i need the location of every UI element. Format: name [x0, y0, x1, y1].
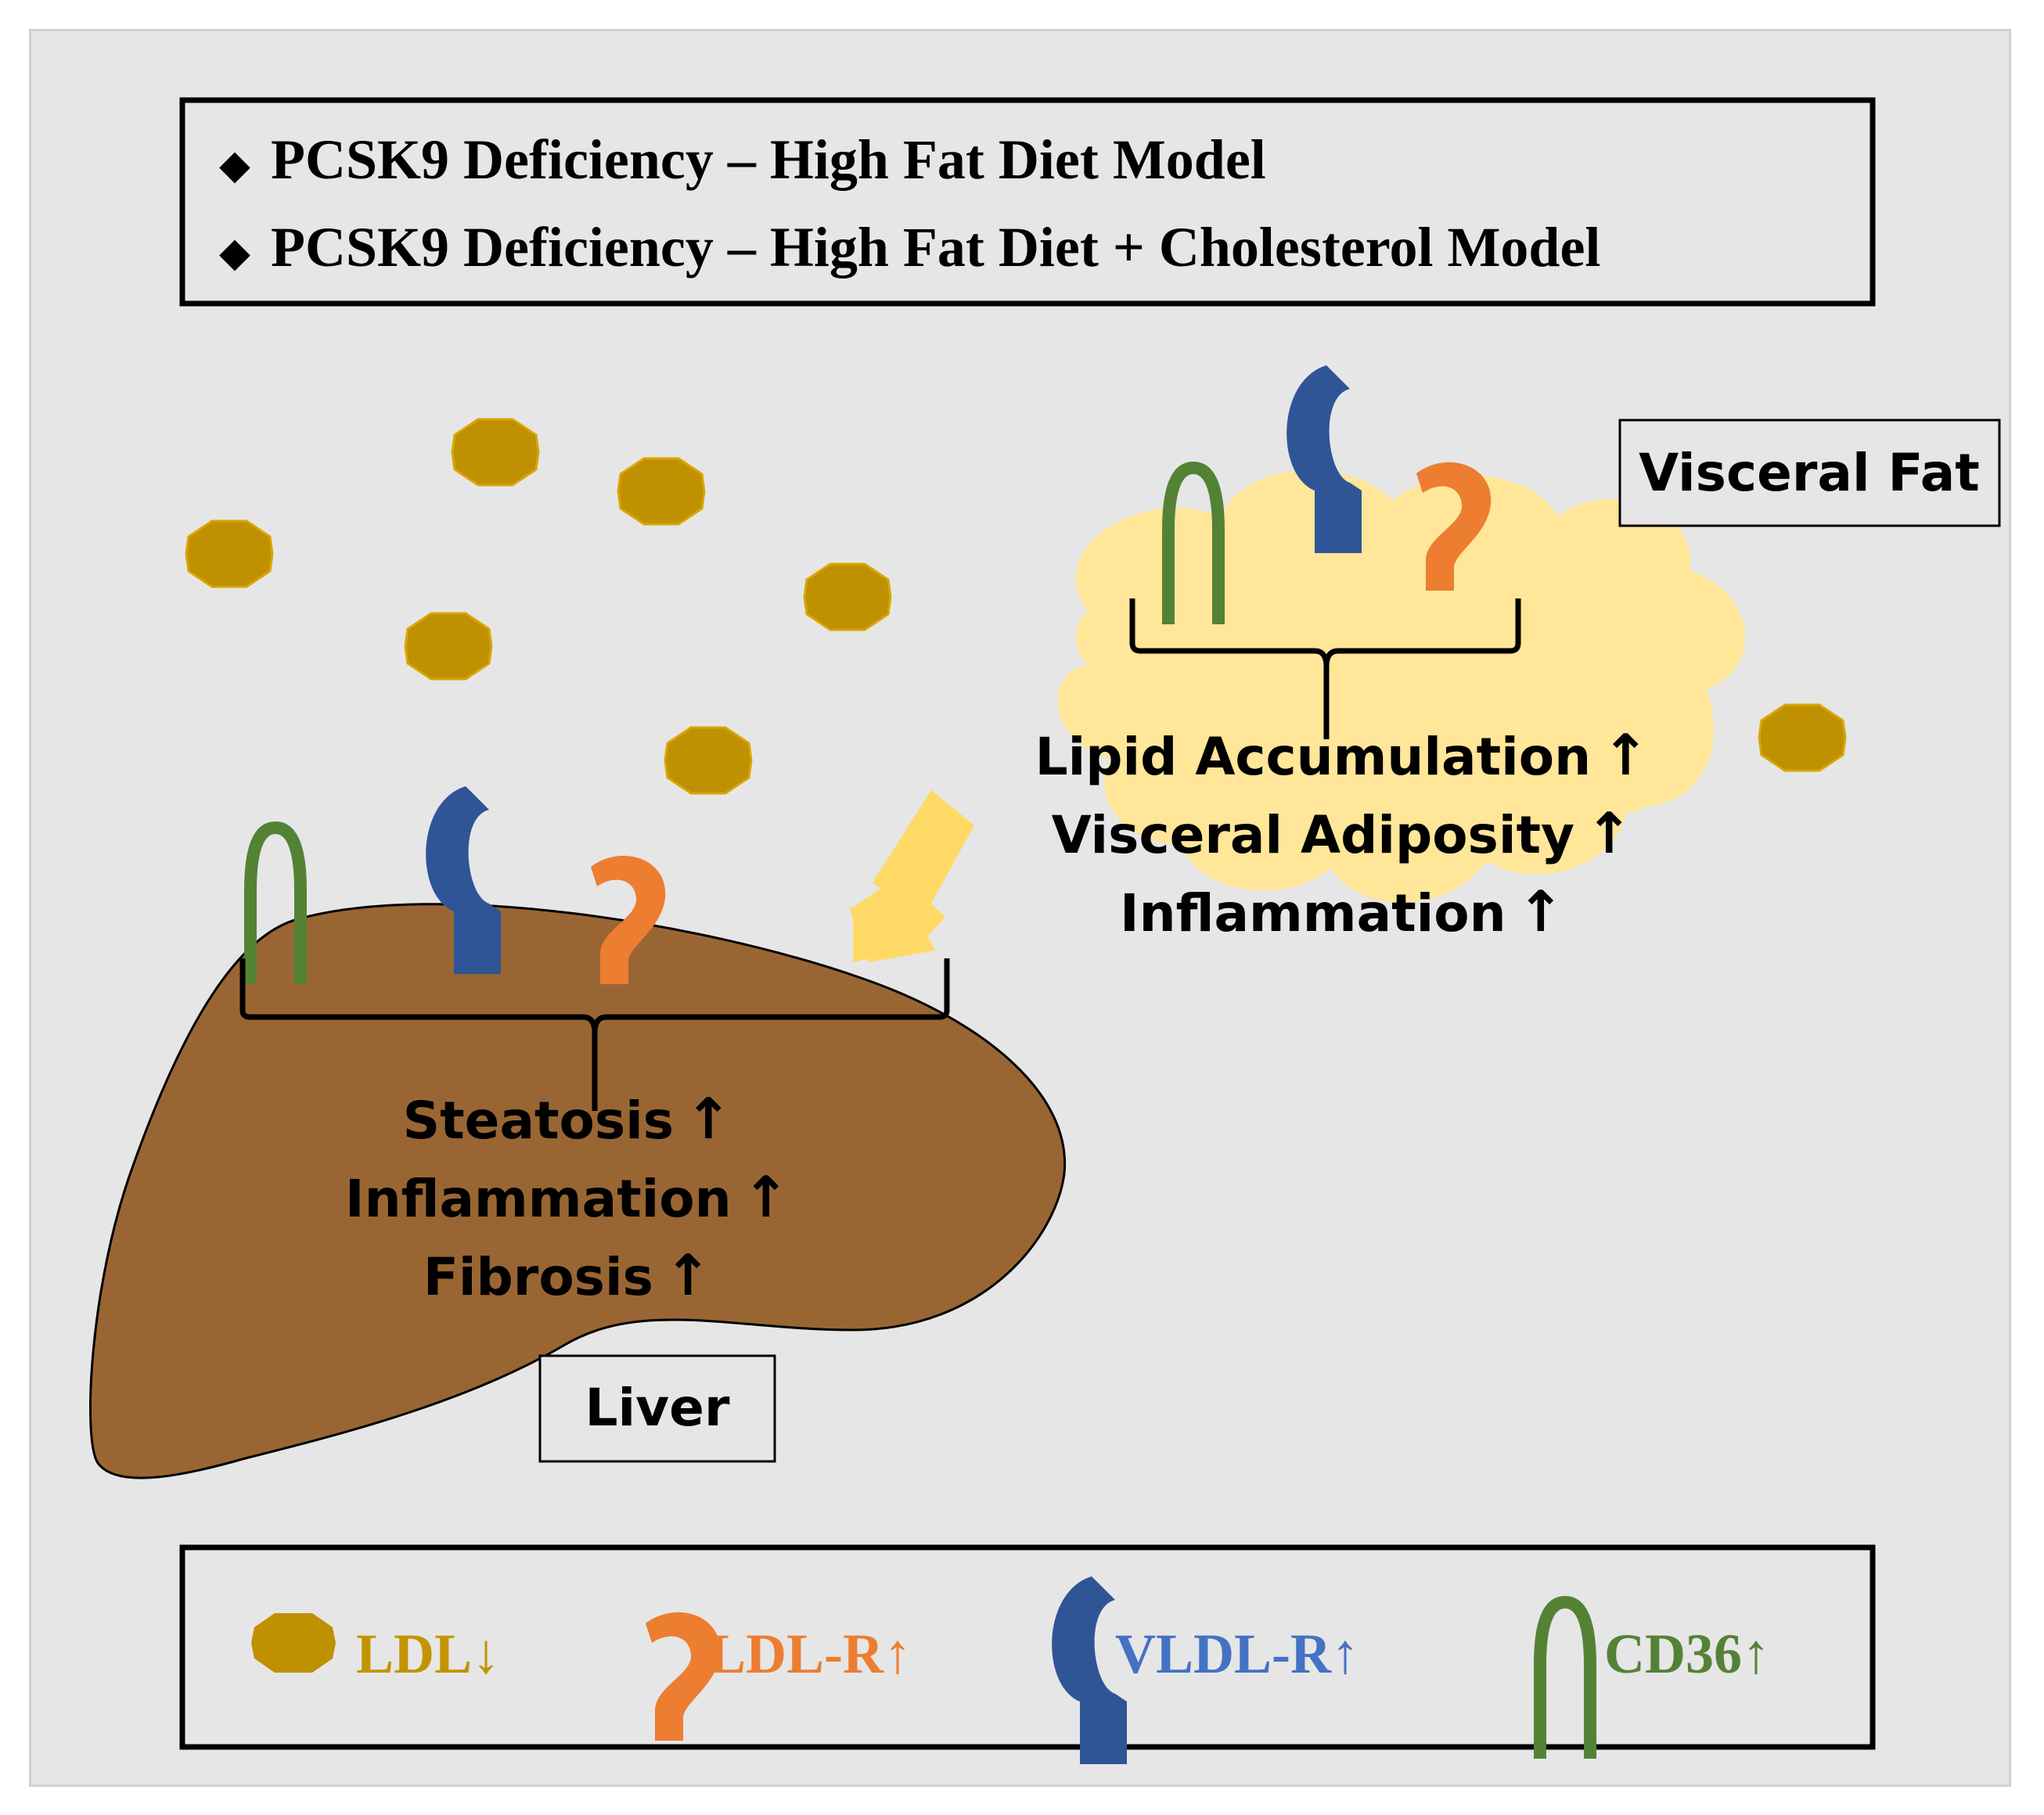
- svg-text:◆ PCSK9 Deficiency – Hig: ◆ PCSK9 Deficiency – High Fat Diet Model: [219, 128, 1266, 191]
- up-arrow: ↑: [664, 1242, 711, 1308]
- up-arrow: ↑: [685, 1086, 732, 1152]
- svg-text:CD36↑: CD36↑: [1604, 1623, 1770, 1685]
- ldl-particle-icon: [251, 1613, 336, 1673]
- liver-effect-inflammation: Inflammation: [345, 1169, 732, 1229]
- svg-text:Inflammation↑: Inflammation↑: [1120, 879, 1564, 944]
- header-box: ◆ PCSK9 Deficiency – High Fat Diet Model…: [179, 97, 1876, 307]
- fat-effect-inflammation: Inflammation: [1120, 883, 1506, 943]
- visceral-fat-label-box: Visceral Fat: [1618, 419, 2001, 527]
- legend-item-cd36: CD36↑: [1540, 1602, 1770, 1759]
- svg-text:Visceral Adiposity↑: Visceral Adiposity↑: [1052, 800, 1633, 866]
- svg-text:◆ PCSK9 Deficiency – Hig: ◆ PCSK9 Deficiency – High Fat Diet + Cho…: [219, 216, 1600, 279]
- legend-label-vldl-r: VLDL-R: [1115, 1623, 1332, 1685]
- fat-to-liver-arrow: [849, 790, 974, 962]
- ldl-particle: [617, 457, 706, 526]
- up-arrow: ↑: [1517, 879, 1564, 944]
- svg-text:LDL-R↑: LDL-R↑: [708, 1623, 912, 1685]
- legend-box: LDL↓ LDL-R↑ VLDL-R↑ CD36↑: [179, 1544, 1876, 1764]
- down-arrow: ↓: [472, 1623, 500, 1685]
- liver-effect-fibrosis: Fibrosis: [423, 1247, 653, 1307]
- legend-label-ldl: LDL: [356, 1623, 472, 1685]
- liver-bracket: [239, 958, 950, 1111]
- header-line-1: PCSK9 Deficiency – High Fat Diet Model: [271, 128, 1266, 191]
- up-arrow: ↑: [1331, 1623, 1359, 1685]
- ldl-particle: [803, 562, 892, 631]
- up-arrow: ↑: [1602, 722, 1649, 788]
- ldl-particle: [451, 418, 540, 487]
- up-arrow: ↑: [743, 1164, 790, 1230]
- svg-text:Lipid Accumulation↑: Lipid Accumulation↑: [1035, 722, 1650, 788]
- svg-text:Inflammation↑: Inflammation↑: [345, 1164, 790, 1230]
- liver-label-box: Liver: [538, 1354, 776, 1463]
- ldl-particle: [185, 519, 274, 588]
- liver-effect-steatosis: Steatosis: [403, 1091, 674, 1151]
- cd36-receptor-icon: [1540, 1602, 1590, 1759]
- up-arrow: ↑: [1742, 1623, 1770, 1685]
- header-bullet: ◆: [219, 143, 250, 188]
- svg-text:LDL↓: LDL↓: [356, 1623, 500, 1685]
- ldl-particle: [404, 612, 493, 681]
- visceral-fat-label: Visceral Fat: [1639, 443, 1980, 503]
- legend-item-vldl-r: VLDL-R↑: [1052, 1576, 1359, 1764]
- svg-text:VLDL-R↑: VLDL-R↑: [1115, 1623, 1359, 1685]
- legend-item-ldl-r: LDL-R↑: [646, 1612, 912, 1741]
- up-arrow: ↑: [883, 1623, 912, 1685]
- fat-effect-visceral-adiposity: Visceral Adiposity: [1052, 805, 1574, 865]
- fat-bracket: [1129, 598, 1521, 739]
- header-line-2: PCSK9 Deficiency – High Fat Diet + Chole…: [271, 216, 1600, 279]
- svg-text:Steatosis↑: Steatosis↑: [403, 1086, 732, 1152]
- header-bullet: ◆: [219, 231, 250, 275]
- svg-text:Fibrosis↑: Fibrosis↑: [423, 1242, 711, 1308]
- legend-label-cd36: CD36: [1604, 1623, 1742, 1685]
- liver-label: Liver: [585, 1378, 729, 1438]
- fat-effect-lipid-accumulation: Lipid Accumulation: [1035, 727, 1592, 787]
- ldl-particle: [1758, 703, 1847, 772]
- visceral-fat-cloud: [1224, 521, 1695, 864]
- liver-shape: [89, 903, 1067, 1479]
- legend-label-ldl-r: LDL-R: [708, 1623, 884, 1685]
- legend-item-ldl: LDL↓: [251, 1613, 500, 1685]
- ldl-particle: [664, 726, 753, 795]
- up-arrow: ↑: [1585, 800, 1632, 866]
